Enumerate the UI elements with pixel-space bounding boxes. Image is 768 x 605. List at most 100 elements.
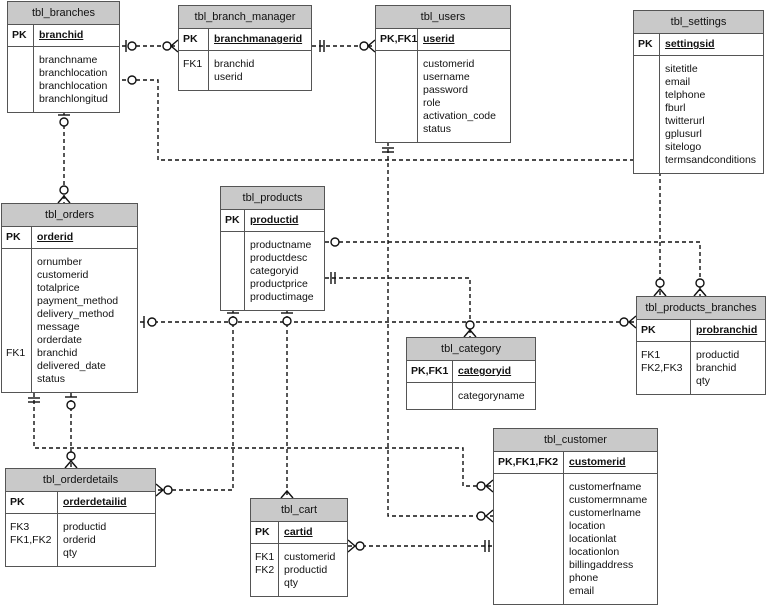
fk-label: FK2 (255, 564, 275, 576)
field: productid (284, 564, 328, 576)
field: customermname (569, 494, 648, 506)
key-column: FK1 FK2 (251, 544, 279, 596)
field: categoryname (458, 390, 525, 402)
table-branch-manager[interactable]: tbl_branch_manager PK branchmanagerid FK… (178, 5, 312, 91)
table-title: tbl_customer (494, 429, 657, 452)
pk-field: userid (423, 33, 455, 45)
pk-label: PK,FK1,FK2 (494, 452, 564, 473)
field: customerid (37, 269, 89, 281)
field-list: sitetitle email telphone fburl twitterur… (660, 56, 761, 173)
table-settings[interactable]: tbl_settings PK settingsid sitetitle ema… (633, 10, 764, 174)
key-column: FK1 (2, 249, 32, 392)
pk-field: branchid (39, 29, 84, 41)
table-cart[interactable]: tbl_cart PK cartid FK1 FK2 customerid pr… (250, 498, 348, 597)
table-branches[interactable]: tbl_branches PK branchid branchname bran… (7, 1, 120, 113)
rel-products-orderdetails (156, 309, 234, 491)
rel-products-category (325, 277, 471, 337)
rel-orders-customer (33, 393, 493, 487)
table-users[interactable]: tbl_users PK,FK1 userid customerid usern… (375, 5, 511, 143)
table-products-branches[interactable]: tbl_products_branches PK probranchid FK1… (636, 296, 766, 395)
field-list: productid branchid qty (691, 342, 744, 394)
rel-users-customer (387, 142, 493, 517)
fk-label: FK1 (183, 58, 203, 70)
field: productdesc (250, 252, 308, 264)
field: productprice (250, 278, 308, 290)
key-column: FK1 FK2,FK3 (637, 342, 691, 394)
field: userid (214, 71, 243, 83)
field: qty (284, 577, 299, 589)
field: productid (63, 521, 107, 533)
field: customerfname (569, 481, 642, 493)
field-list: customerfname customermname customerlnam… (564, 474, 652, 604)
field-list: ornumber customerid totalprice payment_m… (32, 249, 123, 392)
field: branchlocation (39, 80, 108, 92)
table-category[interactable]: tbl_category PK,FK1 categoryid categoryn… (406, 337, 536, 410)
field-list: customerid productid qty (279, 544, 340, 596)
field-list: branchname branchlocation branchlocation… (34, 47, 113, 112)
field: payment_method (37, 295, 119, 307)
field: branchid (214, 58, 255, 70)
field: billingaddress (569, 559, 634, 571)
field-list: productname productdesc categoryid produ… (245, 232, 319, 310)
field: sitelogo (665, 141, 702, 153)
field: branchid (37, 347, 78, 359)
table-orderdetails[interactable]: tbl_orderdetails PK orderdetailid FK3 FK… (5, 468, 156, 567)
field: locationlon (569, 546, 620, 558)
pk-label: PK (179, 29, 209, 50)
field: twitterurl (665, 115, 705, 127)
pk-field: productid (250, 214, 299, 226)
pk-field: cartid (284, 526, 313, 538)
field: delivered_date (37, 360, 106, 372)
key-column (494, 474, 564, 604)
table-orders[interactable]: tbl_orders PK orderid FK1 ornumber custo… (1, 203, 138, 393)
pk-field: probranchid (696, 324, 758, 336)
pk-label: PK (221, 210, 245, 231)
field-list: productid orderid qty (58, 514, 111, 566)
fk-label: FK2,FK3 (641, 362, 683, 374)
field: role (423, 97, 441, 109)
field: username (423, 71, 470, 83)
field: branchlocation (39, 67, 108, 79)
field-list: branchid userid (209, 51, 259, 90)
key-column (221, 232, 245, 310)
pk-field: categoryid (458, 365, 512, 377)
field: customerid (423, 58, 475, 70)
pk-label: PK (637, 320, 691, 341)
field: fburl (665, 102, 686, 114)
field: locationlat (569, 533, 617, 545)
table-title: tbl_cart (251, 499, 347, 522)
field: branchlongitud (39, 93, 108, 105)
field: branchname (39, 54, 98, 66)
field: branchid (696, 362, 737, 374)
field: status (423, 123, 452, 135)
rel-branches-productsbranches (122, 79, 661, 296)
pk-label: PK (8, 25, 34, 46)
pk-label: PK,FK1 (376, 29, 418, 50)
field: ornumber (37, 256, 82, 268)
field: productimage (250, 291, 314, 303)
table-title: tbl_orderdetails (6, 469, 155, 492)
key-column (407, 383, 453, 409)
table-title: tbl_products_branches (637, 297, 765, 320)
field: productname (250, 239, 312, 251)
fk-label: FK1 (6, 347, 26, 359)
table-title: tbl_category (407, 338, 535, 361)
field: location (569, 520, 606, 532)
table-title: tbl_settings (634, 11, 763, 34)
pk-label: PK (6, 492, 58, 513)
field: password (423, 84, 468, 96)
field: delivery_method (37, 308, 115, 320)
fk-label: FK3 (10, 521, 30, 533)
field-list: categoryname (453, 383, 530, 409)
field: orderid (63, 534, 96, 546)
table-products[interactable]: tbl_products PK productid productname pr… (220, 186, 325, 311)
table-title: tbl_branch_manager (179, 6, 311, 29)
field: email (569, 585, 595, 597)
table-customer[interactable]: tbl_customer PK,FK1,FK2 customerid custo… (493, 428, 658, 605)
key-column: FK1 (179, 51, 209, 90)
field: activation_code (423, 110, 496, 122)
field: categoryid (250, 265, 299, 277)
field: productid (696, 349, 740, 361)
table-title: tbl_orders (2, 204, 137, 227)
pk-label: PK,FK1 (407, 361, 453, 382)
